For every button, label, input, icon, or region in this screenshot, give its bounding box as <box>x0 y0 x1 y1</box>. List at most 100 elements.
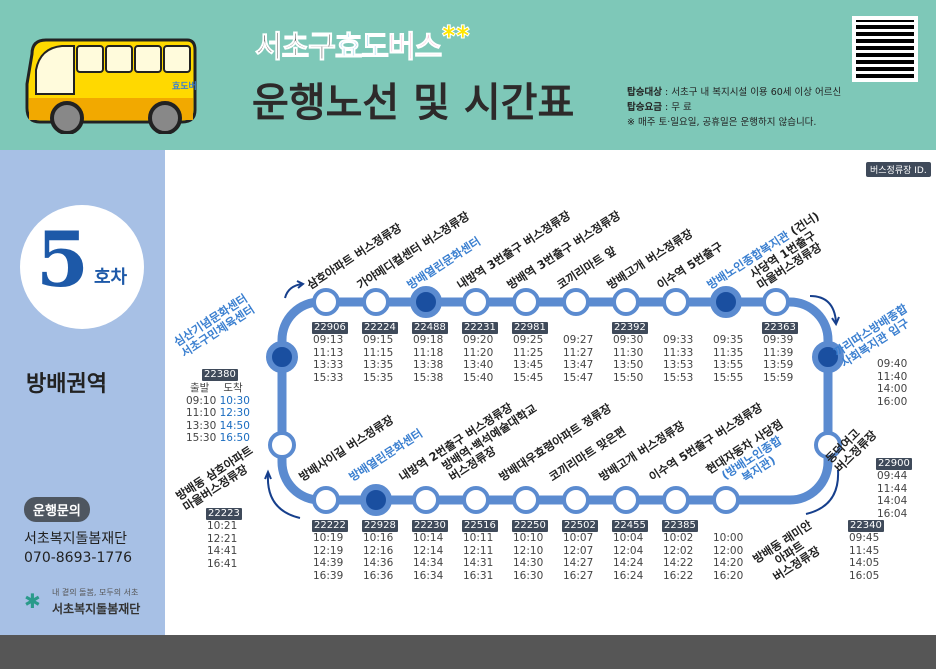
stop-marker[interactable] <box>662 288 690 316</box>
region-name: 방배권역 <box>26 372 107 397</box>
main-stop-marker[interactable] <box>410 286 442 318</box>
sparkle-icon: ✱✱ <box>441 22 471 44</box>
departure-time: 15:53 <box>663 371 694 384</box>
departure-time: 11:33 <box>663 346 694 359</box>
departure-time: 12:19 <box>313 544 344 557</box>
departure-time: 16:39 <box>313 569 344 582</box>
stop-id-badge: 22380 <box>202 369 238 381</box>
departure-time: 15:55 <box>713 371 744 384</box>
stop-marker[interactable] <box>662 486 690 514</box>
departure-time: 15:45 <box>513 371 544 384</box>
departure-time: 15:40 <box>463 371 494 384</box>
depart-time: 11:10 <box>186 407 217 419</box>
departure-time: 12:02 <box>663 544 694 557</box>
departure-time: 14:22 <box>663 557 694 569</box>
departure-time: 11:13 <box>313 346 344 359</box>
bus-logo-text: 효도버스 <box>172 80 197 92</box>
schedule-row: 11:10 12:30 <box>186 407 250 420</box>
stop-marker[interactable] <box>412 486 440 514</box>
departure-time: 11:18 <box>413 346 444 359</box>
departure-time: 11:35 <box>713 346 744 359</box>
arrow-icon <box>266 473 301 519</box>
departure-time: 15:50 <box>613 371 644 384</box>
departure-time: 13:38 <box>413 359 444 371</box>
departure-time: 13:59 <box>763 359 794 371</box>
stop-marker[interactable] <box>612 288 640 316</box>
qr-code[interactable] <box>852 16 918 82</box>
stop-id-badge: 22900 <box>876 458 912 470</box>
departure-time: 09:20 <box>463 334 494 346</box>
departure-time: 16:30 <box>513 569 544 582</box>
arrive-header: 도착 <box>223 382 243 394</box>
departure-time: 13:47 <box>563 359 594 371</box>
departure-time: 14:05 <box>849 557 880 569</box>
phone-number[interactable]: 070-8693-1776 <box>24 550 133 566</box>
stop-marker[interactable] <box>762 288 790 316</box>
departure-time: 16:20 <box>713 569 744 582</box>
route-line <box>277 297 833 505</box>
stop-marker[interactable] <box>562 288 590 316</box>
departure-time: 16:00 <box>877 395 908 408</box>
departure-time: 10:11 <box>463 532 494 544</box>
stop-marker[interactable] <box>362 288 390 316</box>
departure-time: 10:19 <box>313 532 344 544</box>
stop-marker[interactable] <box>712 486 740 514</box>
stop-marker[interactable] <box>462 486 490 514</box>
departure-time: 16:36 <box>363 569 394 582</box>
departure-time: 11:44 <box>877 482 908 495</box>
departure-time: 09:40 <box>877 358 908 370</box>
departure-time: 14:34 <box>413 557 444 569</box>
main-stop-marker[interactable] <box>710 286 742 318</box>
departure-time: 09:13 <box>313 334 344 346</box>
stop-marker[interactable] <box>312 288 340 316</box>
departure-time: 15:33 <box>313 371 344 384</box>
target-label: 탑승대상 <box>627 87 662 98</box>
stop-marker[interactable] <box>512 288 540 316</box>
stop-marker[interactable] <box>814 431 842 459</box>
departure-time: 14:41 <box>207 545 238 557</box>
stop-marker[interactable] <box>268 431 296 459</box>
stop-id-badge: 22516 <box>462 520 498 532</box>
stop-id-badge: 22231 <box>462 322 498 334</box>
departure-time: 11:39 <box>763 346 794 359</box>
departure-time: 13:55 <box>713 359 744 371</box>
departure-time: 09:30 <box>613 334 644 346</box>
stop-marker[interactable] <box>312 486 340 514</box>
departure-time: 13:35 <box>363 359 394 371</box>
stop-id-badge: 22230 <box>412 520 448 532</box>
stop-marker[interactable] <box>512 486 540 514</box>
stop-id-badge: 22363 <box>762 322 798 334</box>
departure-time: 12:07 <box>563 544 594 557</box>
stop-id-badge: 22981 <box>512 322 548 334</box>
page-title: 운행노선 및 시간표 <box>252 80 575 126</box>
main-stop-marker[interactable] <box>812 341 844 373</box>
stop-marker[interactable] <box>562 486 590 514</box>
stop-marker[interactable] <box>612 486 640 514</box>
main-stop-marker[interactable] <box>266 341 298 373</box>
stop-marker[interactable] <box>462 288 490 316</box>
schedule-row: 15:30 16:50 <box>186 432 250 445</box>
main-stop-marker[interactable] <box>360 484 392 516</box>
stop-id-badge: 22224 <box>362 322 398 334</box>
departure-time: 09:25 <box>513 334 544 346</box>
departure-time: 13:53 <box>663 359 694 371</box>
stop-id-badge: 22340 <box>848 520 884 532</box>
departure-time: 13:33 <box>313 359 344 371</box>
logo-slogan: 내 곁의 돌봄, 모두의 서초 <box>52 588 139 597</box>
depart-time: 09:10 <box>186 394 217 407</box>
departure-time: 14:27 <box>563 557 594 569</box>
departure-time: 12:00 <box>713 544 744 557</box>
departure-time: 14:36 <box>363 557 394 569</box>
